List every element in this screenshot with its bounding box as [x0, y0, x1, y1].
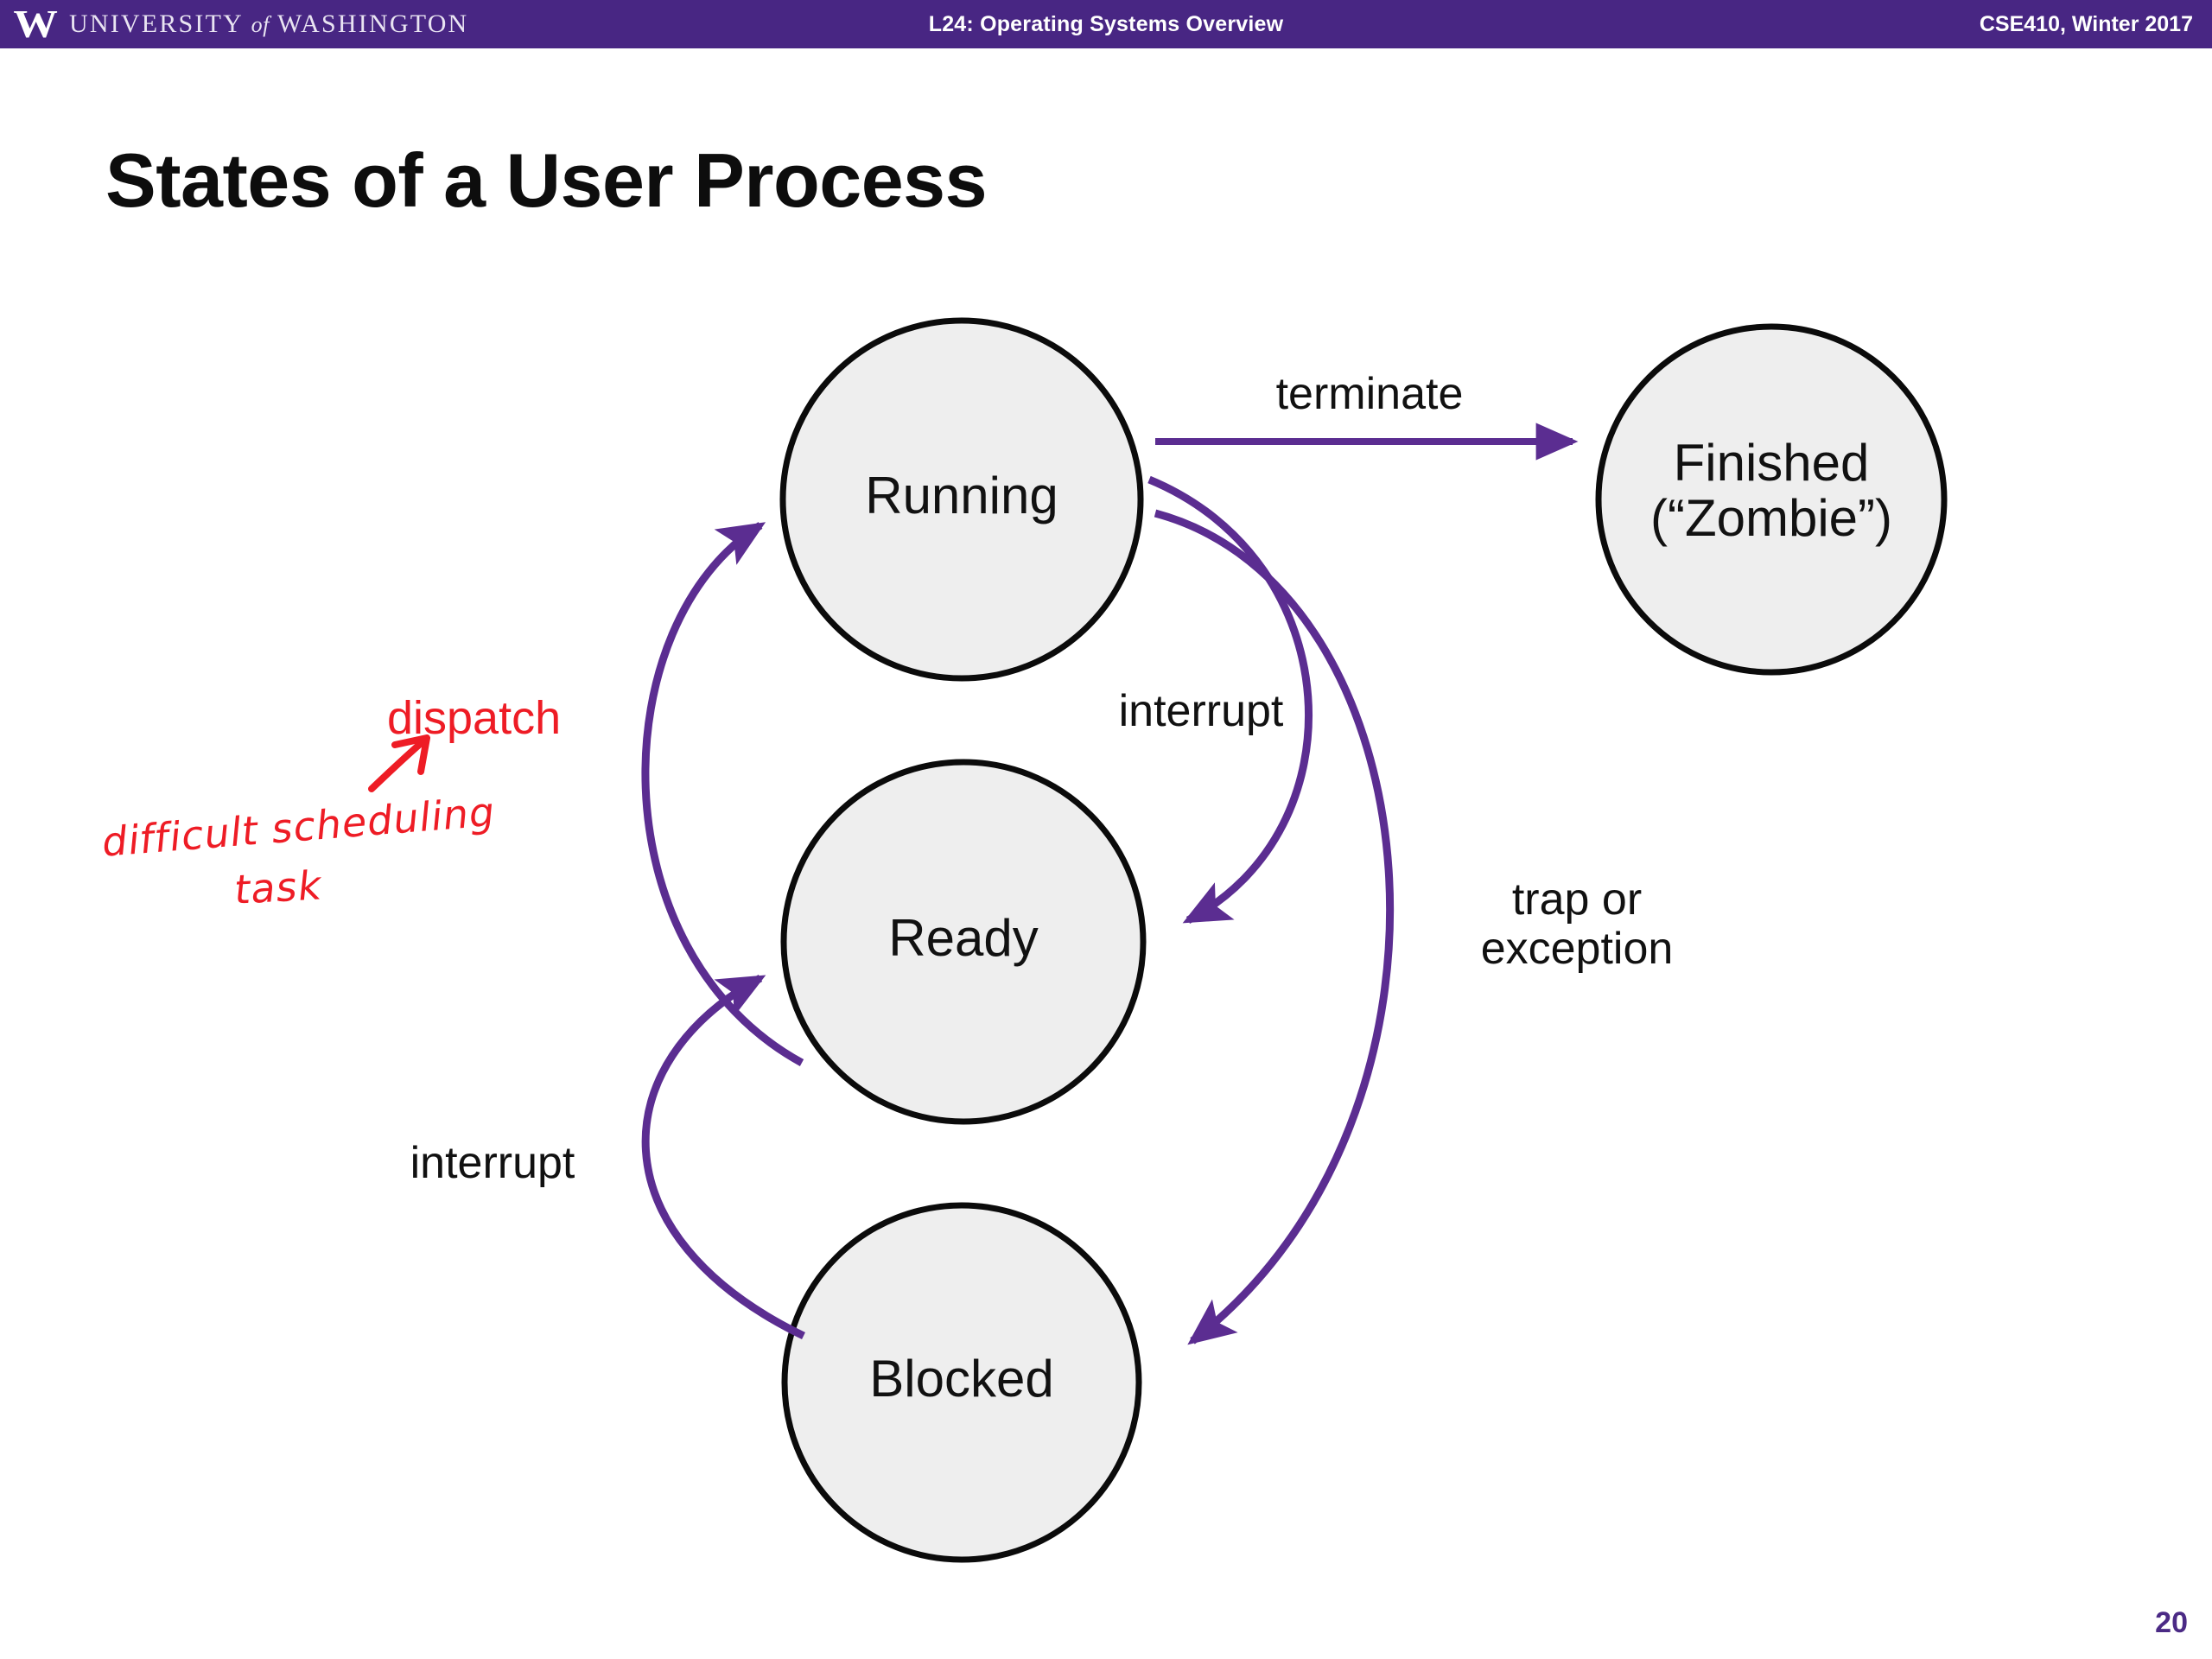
- uw-logo: W UNIVERSITY of WASHINGTON: [12, 2, 468, 47]
- uw-w-logo-icon: W: [13, 2, 58, 46]
- edge-dispatch-arrow: [641, 522, 804, 1066]
- uw-wordmark-university: UNIVERSITY: [69, 10, 243, 38]
- page-title: States of a User Process: [105, 137, 988, 223]
- edge-interrupt-running-ready-arrow: [1147, 475, 1313, 924]
- course-term-label: CSE410, Winter 2017: [1979, 12, 2193, 36]
- annotation-handwriting-line2: task: [232, 861, 325, 913]
- edge-terminate-label: terminate: [1275, 369, 1464, 419]
- node-ready-circle[interactable]: [780, 759, 1147, 1125]
- edge-interrupt-blocked-ready-arrow: [641, 975, 805, 1340]
- header-bar: W UNIVERSITY of WASHINGTON L24: Operatin…: [0, 0, 2212, 48]
- uw-wordmark: UNIVERSITY of WASHINGTON: [69, 10, 468, 39]
- node-blocked-circle[interactable]: [781, 1202, 1142, 1563]
- edge-trap-exception-label: trap or exception: [1434, 874, 1719, 975]
- uw-wordmark-washington: WASHINGTON: [276, 10, 469, 38]
- node-finished-circle[interactable]: [1595, 323, 1948, 676]
- edge-trap-exception-arrow: [1154, 509, 1394, 1345]
- uw-wordmark-of: of: [251, 12, 270, 37]
- edge-interrupt-blocked-ready-label: interrupt: [410, 1138, 575, 1188]
- edge-interrupt-running-ready-label: interrupt: [1118, 686, 1284, 736]
- edge-trap-exception-label-line2: exception: [1480, 924, 1674, 975]
- node-running-circle[interactable]: [779, 317, 1144, 682]
- edge-trap-exception-label-line1: trap or: [1511, 874, 1643, 925]
- page-number: 20: [2155, 1606, 2188, 1639]
- lecture-title: L24: Operating Systems Overview: [928, 12, 1284, 36]
- annotation-dispatch-label: dispatch: [387, 692, 562, 744]
